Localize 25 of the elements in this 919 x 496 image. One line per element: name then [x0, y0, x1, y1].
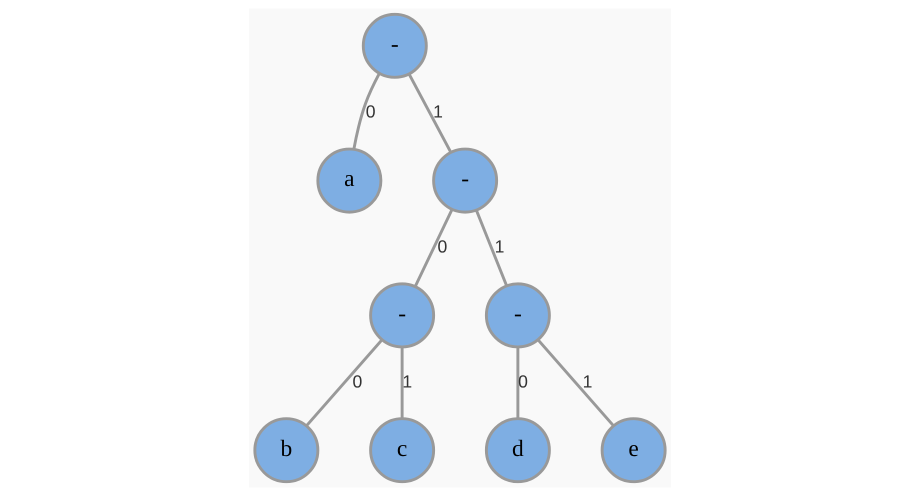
node-circle: e — [600, 417, 666, 484]
edge-label: 1 — [582, 371, 592, 392]
connector — [407, 73, 452, 153]
connector — [305, 338, 383, 427]
node-circle: b — [252, 417, 319, 484]
node-circle: - — [368, 282, 435, 348]
connector — [413, 208, 453, 288]
node-circle: - — [361, 12, 428, 79]
edge-label: 0 — [437, 236, 447, 257]
connector — [400, 347, 404, 418]
edge-label: 1 — [494, 236, 504, 257]
node-circle: - — [432, 148, 498, 214]
node-circle: c — [368, 417, 435, 484]
node-circle: a — [316, 148, 382, 214]
node-circle: d — [484, 417, 550, 484]
edge-label: 0 — [518, 371, 528, 392]
edge-label: 0 — [352, 371, 362, 392]
connector — [516, 347, 519, 418]
edge-label: 0 — [365, 102, 376, 122]
edge-label: 1 — [402, 371, 412, 392]
edge-label: 1 — [432, 102, 442, 122]
connector — [352, 72, 380, 150]
connector — [536, 338, 614, 427]
node-circle: - — [484, 282, 550, 348]
connector — [474, 210, 508, 286]
